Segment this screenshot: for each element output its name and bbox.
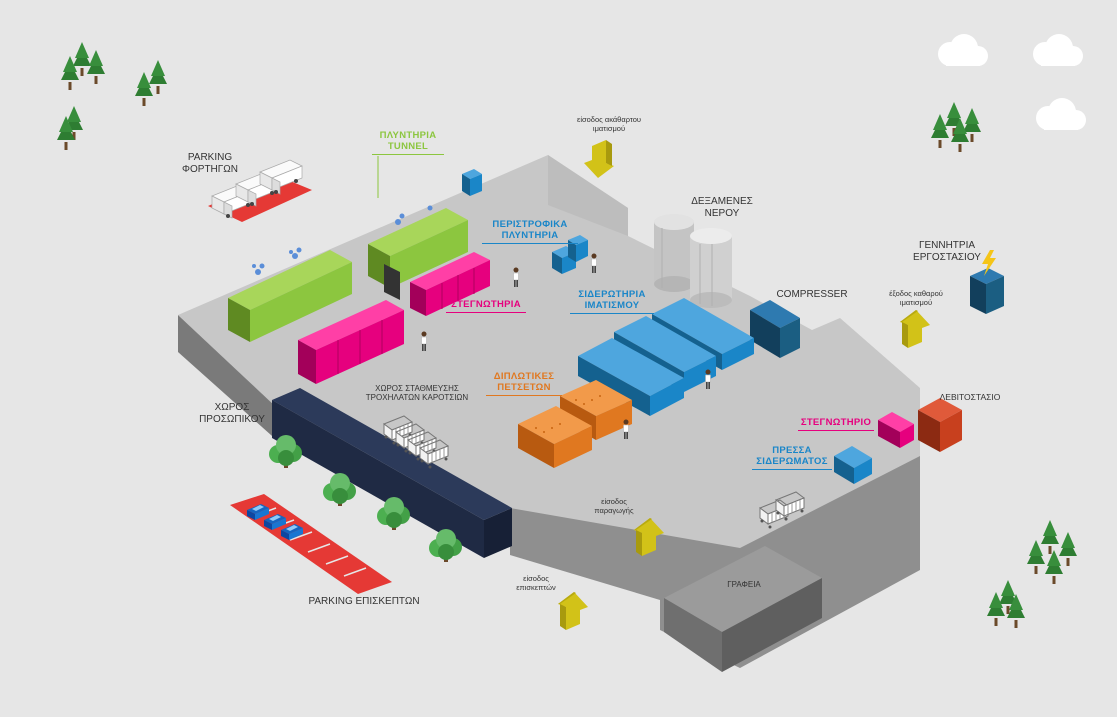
rotary-washers	[552, 235, 588, 274]
arrow-dirty-linen-entrance-icon	[584, 140, 614, 178]
compressor-unit	[750, 300, 800, 358]
water-bubbles-icon	[252, 205, 433, 275]
offices-building	[664, 546, 822, 672]
dryer-unit-2	[878, 412, 914, 448]
ironer-machines	[578, 298, 754, 416]
lightning-icon	[982, 250, 996, 276]
tree-icon	[1027, 520, 1077, 584]
factory-generator	[970, 250, 1004, 314]
magenta-dryers-row-1	[298, 300, 404, 384]
tree-icon	[57, 106, 83, 150]
boiler-room-label: ΛΕΒΙΤΟΣΤΑΣΙΟ	[939, 392, 1001, 402]
boiler-room	[918, 398, 962, 452]
visitor-parking-area	[230, 494, 392, 594]
tree-icon	[61, 42, 105, 90]
arrow-visitor-entrance-icon	[558, 592, 588, 630]
offices-label: ΓΡΑΦΕΙΑ	[727, 580, 761, 589]
dryer-2-label: ΣΤΕΓΝΩΤΗΡΙΟ	[798, 417, 874, 431]
tree-icon	[135, 60, 167, 106]
arrow-clean-linen-exit-icon	[900, 310, 930, 348]
cloud-icon	[938, 34, 1086, 130]
water-tanks	[654, 214, 732, 308]
tunnel-control-box	[462, 169, 482, 196]
compressor-label: COMPRESSER	[776, 289, 848, 300]
dryers-label: ΣΤΕΓΝΩΤΗΡΙΑ	[446, 299, 526, 313]
ironing-press	[834, 446, 872, 484]
towel-folders	[518, 380, 632, 468]
parking-visitors-label: PARKING ΕΠΙΣΚΕΠΤΩΝ	[308, 596, 420, 607]
staff-building	[272, 388, 512, 558]
truck-parking-area	[208, 159, 312, 222]
green-washer-long	[228, 250, 352, 342]
magenta-dryers-row-2	[410, 252, 490, 316]
green-washer-tunnel	[368, 208, 468, 300]
tree-icon	[987, 580, 1025, 628]
tree-icon	[931, 102, 981, 152]
